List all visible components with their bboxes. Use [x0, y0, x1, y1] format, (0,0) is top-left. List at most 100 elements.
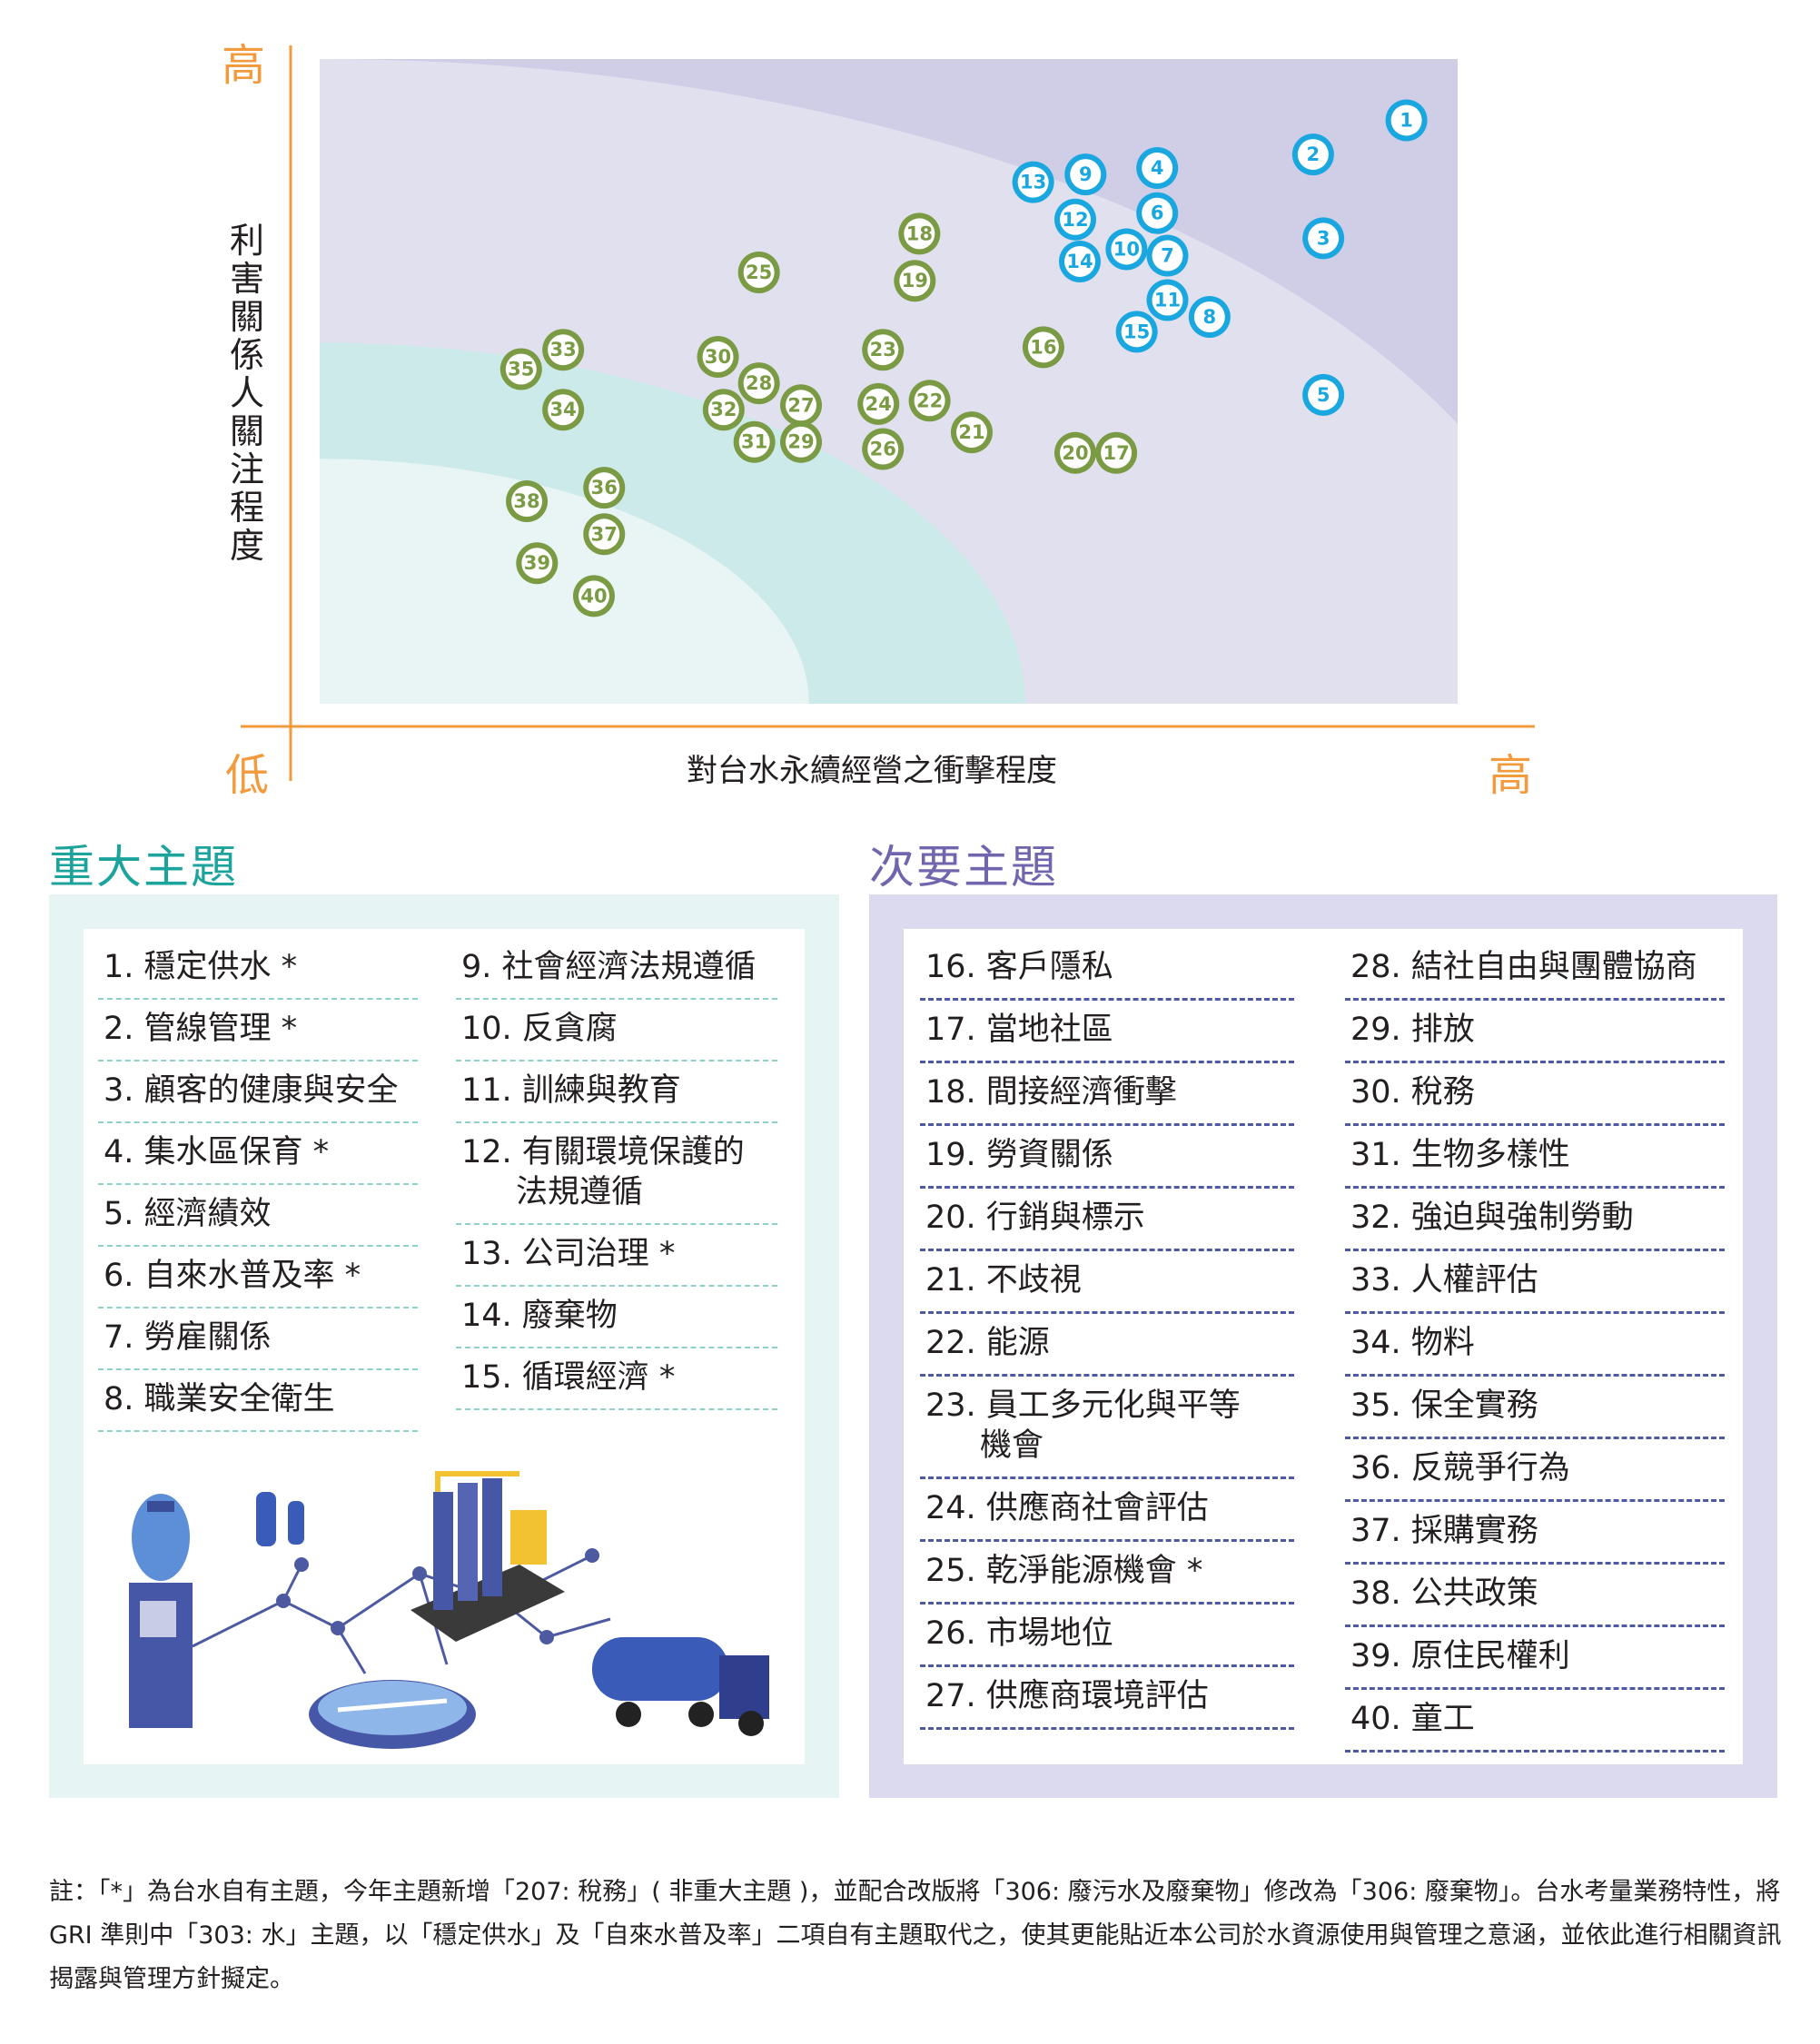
- point-marker-inner: [578, 580, 609, 612]
- topic-item: 4. 集水區保育 *: [98, 1123, 418, 1185]
- point-marker-inner: [1027, 331, 1059, 363]
- topic-label: 11. 訓練與教育: [461, 1072, 681, 1109]
- point-21: 21: [950, 411, 993, 454]
- point-marker-inner: [914, 385, 945, 417]
- topic-item: 10. 反貪腐: [456, 1000, 777, 1061]
- topic-label: 5. 經濟績效: [104, 1196, 272, 1232]
- point-marker-inner: [548, 334, 579, 366]
- point-marker-inner: [589, 472, 620, 504]
- y-axis-label-char: 程: [230, 488, 264, 528]
- minor-title: 次要主題: [869, 841, 1058, 894]
- point-label: 31: [741, 431, 767, 453]
- point-label: 8: [1203, 306, 1217, 328]
- point-marker-inner: [521, 548, 553, 579]
- point-label: 22: [916, 390, 943, 411]
- topic-label: 35. 保全實務: [1350, 1387, 1538, 1424]
- topic-label: 40. 童工: [1350, 1701, 1475, 1737]
- y-high-label: 高: [222, 40, 265, 91]
- topic-item: 33. 人權評估: [1345, 1251, 1725, 1314]
- point-marker-inner: [702, 341, 734, 373]
- topic-label: 12. 有關環境保護的: [461, 1134, 745, 1170]
- point-22: 22: [908, 380, 951, 422]
- topic-item: 20. 行銷與標示: [920, 1189, 1294, 1251]
- band-core: [320, 459, 809, 704]
- point-marker-inner: [1070, 159, 1102, 191]
- point-label: 11: [1154, 290, 1181, 311]
- topic-label: 10. 反貪腐: [461, 1011, 618, 1047]
- footnote: 註：「*」為台水自有主題，今年主題新增「207: 稅務」( 非重大主題 )，並配…: [49, 1878, 1782, 1993]
- point-marker-inner: [1152, 284, 1183, 316]
- point-17: 17: [1095, 431, 1138, 474]
- point-3: 3: [1302, 217, 1345, 260]
- point-label: 10: [1113, 238, 1140, 260]
- point-31: 31: [733, 420, 776, 463]
- topic-item: 11. 訓練與教育: [456, 1061, 777, 1123]
- point-16: 16: [1022, 326, 1064, 369]
- point-label: 25: [746, 262, 772, 283]
- point-5: 5: [1302, 373, 1345, 416]
- topic-label: 17. 當地社區: [925, 1012, 1113, 1048]
- point-marker-inner: [1064, 245, 1096, 277]
- topic-label: 20. 行銷與標示: [925, 1200, 1145, 1236]
- point-32: 32: [702, 389, 745, 431]
- point-14: 14: [1059, 240, 1102, 282]
- topic-item: 22. 能源: [920, 1314, 1294, 1377]
- topic-item: 3. 顧客的健康與安全: [98, 1061, 418, 1123]
- topic-item: 26. 市場地位: [920, 1605, 1294, 1667]
- point-marker-inner: [738, 426, 770, 458]
- point-29: 29: [780, 420, 823, 463]
- point-7: 7: [1146, 234, 1189, 277]
- y-axis-label-char: 關: [230, 411, 264, 451]
- y-axis-label-char: 關: [230, 297, 264, 337]
- topic-label: 37. 採購實務: [1350, 1513, 1538, 1549]
- point-label: 13: [1020, 172, 1046, 193]
- point-marker-inner: [1059, 203, 1091, 235]
- water-infrastructure-illustration: [129, 1471, 769, 1749]
- point-4: 4: [1136, 146, 1179, 189]
- point-marker-inner: [1101, 437, 1133, 469]
- topic-label: 27. 供應商環境評估: [925, 1678, 1209, 1714]
- topic-label: 24. 供應商社會評估: [925, 1490, 1209, 1526]
- point-label: 29: [787, 431, 814, 453]
- point-39: 39: [516, 542, 559, 585]
- topic-label: 38. 公共政策: [1350, 1575, 1538, 1612]
- topic-item: 30. 稅務: [1345, 1063, 1725, 1126]
- point-36: 36: [583, 467, 626, 509]
- topic-label: 9. 社會經濟法規遵循: [461, 949, 757, 985]
- topic-label: 30. 稅務: [1350, 1074, 1475, 1111]
- topic-item: 34. 物料: [1345, 1314, 1725, 1377]
- point-marker-inner: [1059, 437, 1091, 469]
- y-axis-label-char: 人: [230, 373, 264, 413]
- topic-item: 21. 不歧視: [920, 1251, 1294, 1314]
- topic-item: 7. 勞雇關係: [98, 1308, 418, 1370]
- point-label: 24: [865, 393, 892, 415]
- point-label: 2: [1307, 143, 1320, 165]
- topic-item: 19. 勞資關係: [920, 1126, 1294, 1189]
- topic-label: 4. 集水區保育 *: [104, 1134, 330, 1170]
- topic-label: 6. 自來水普及率 *: [104, 1258, 361, 1294]
- topic-item: 37. 採購實務: [1345, 1502, 1725, 1565]
- topic-label: 7. 勞雇關係: [104, 1319, 272, 1356]
- point-marker-inner: [743, 368, 775, 400]
- point-1: 1: [1385, 99, 1428, 142]
- point-37: 37: [583, 513, 626, 556]
- point-marker-inner: [1142, 152, 1173, 183]
- point-marker-inner: [743, 257, 775, 289]
- point-25: 25: [737, 252, 780, 294]
- point-label: 20: [1062, 442, 1088, 464]
- x-high-label: 高: [1489, 750, 1532, 799]
- topic-item: 32. 強迫與強制勞動: [1345, 1189, 1725, 1251]
- point-label: 28: [746, 372, 772, 394]
- point-label: 27: [787, 394, 814, 416]
- point-26: 26: [862, 428, 905, 470]
- point-marker-inner: [1142, 197, 1173, 229]
- point-30: 30: [697, 336, 739, 379]
- topic-item: 16. 客戶隱私: [920, 938, 1294, 1001]
- materiality-matrix: 1234567891011121314151617181920212223242…: [222, 40, 1535, 799]
